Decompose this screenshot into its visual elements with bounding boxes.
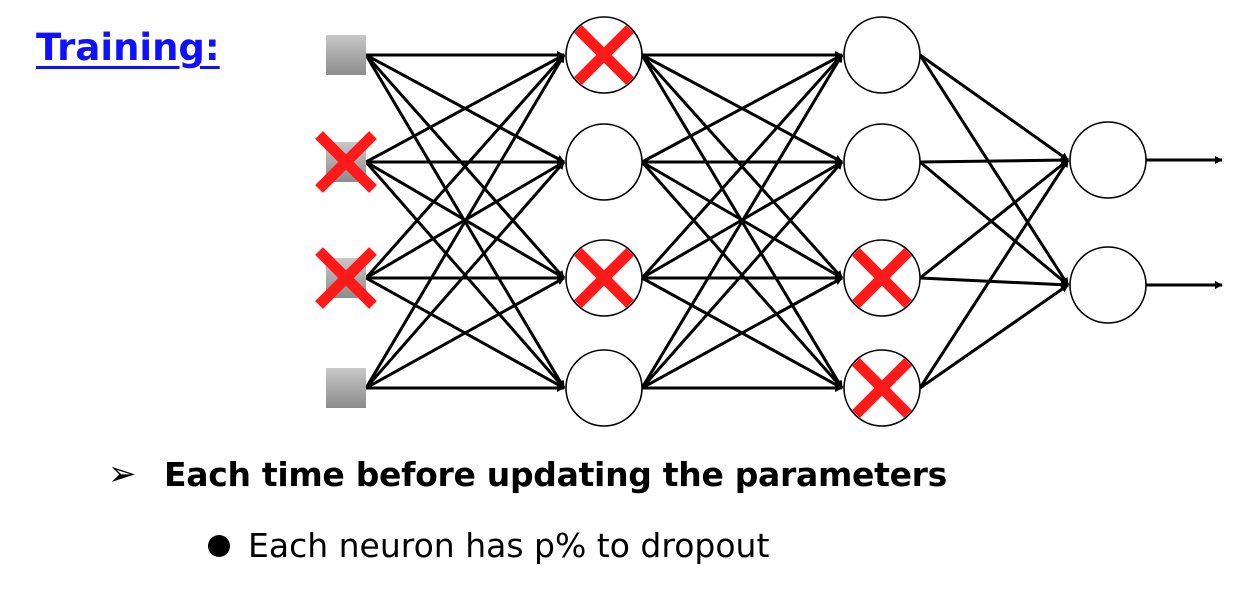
edge-l0-2-to-0 xyxy=(364,54,566,279)
hidden-node-l1-1 xyxy=(565,123,643,201)
edge-l2-3-to-0 xyxy=(918,159,1070,389)
bullet-text-update: Each time before updating the parameters xyxy=(164,454,947,494)
dropout-x-icon xyxy=(852,358,912,418)
input-node-0 xyxy=(326,35,366,75)
dropout-marks xyxy=(315,25,912,418)
hidden-node-l2-0 xyxy=(843,16,921,94)
edge-l0-3-to-0 xyxy=(364,54,566,389)
bullet-update-parameters: ➢ Each time before updating the paramete… xyxy=(108,454,947,494)
page-title: Training: xyxy=(36,26,220,69)
hidden-node-l2-1 xyxy=(843,123,921,201)
dropout-x-icon xyxy=(574,25,634,85)
edge-l0-3-to-1 xyxy=(364,161,566,389)
edge-l1-3-to-1 xyxy=(640,161,844,389)
bullet-text-dropout: Each neuron has p% to dropout xyxy=(248,526,770,565)
output-node-1 xyxy=(1069,246,1147,324)
edge-l1-3-to-2 xyxy=(641,276,843,390)
edge-l2-2-to-0 xyxy=(919,158,1069,280)
arrow-bullet-icon: ➢ xyxy=(108,454,137,494)
edge-l2-2-to-1 xyxy=(919,276,1069,289)
hidden-node-l1-3 xyxy=(565,349,643,427)
dropout-x-icon xyxy=(315,247,377,309)
connection-edges xyxy=(364,51,1223,392)
edge-l1-3-to-0 xyxy=(640,54,844,389)
dropout-x-icon xyxy=(574,248,634,308)
edge-l1-2-to-0 xyxy=(640,53,844,280)
edge-l2-1-to-0 xyxy=(919,156,1069,165)
edge-l0-1-to-0 xyxy=(365,53,565,164)
edge-l2-1-to-1 xyxy=(919,160,1069,287)
edge-l2-3-to-1 xyxy=(919,283,1069,390)
dropout-x-icon xyxy=(315,131,377,193)
edge-l2-0-to-1 xyxy=(918,54,1070,286)
output-node-0 xyxy=(1069,121,1147,199)
dot-bullet-icon xyxy=(208,534,230,557)
input-node-3 xyxy=(326,368,366,408)
dropout-x-icon xyxy=(852,248,912,308)
edge-l2-0-to-0 xyxy=(919,53,1069,162)
edge-l1-1-to-0 xyxy=(641,53,843,164)
bullet-dropout-probability: Each neuron has p% to dropout xyxy=(208,526,769,565)
network-nodes xyxy=(326,16,1147,427)
edge-l0-3-to-2 xyxy=(365,276,565,390)
